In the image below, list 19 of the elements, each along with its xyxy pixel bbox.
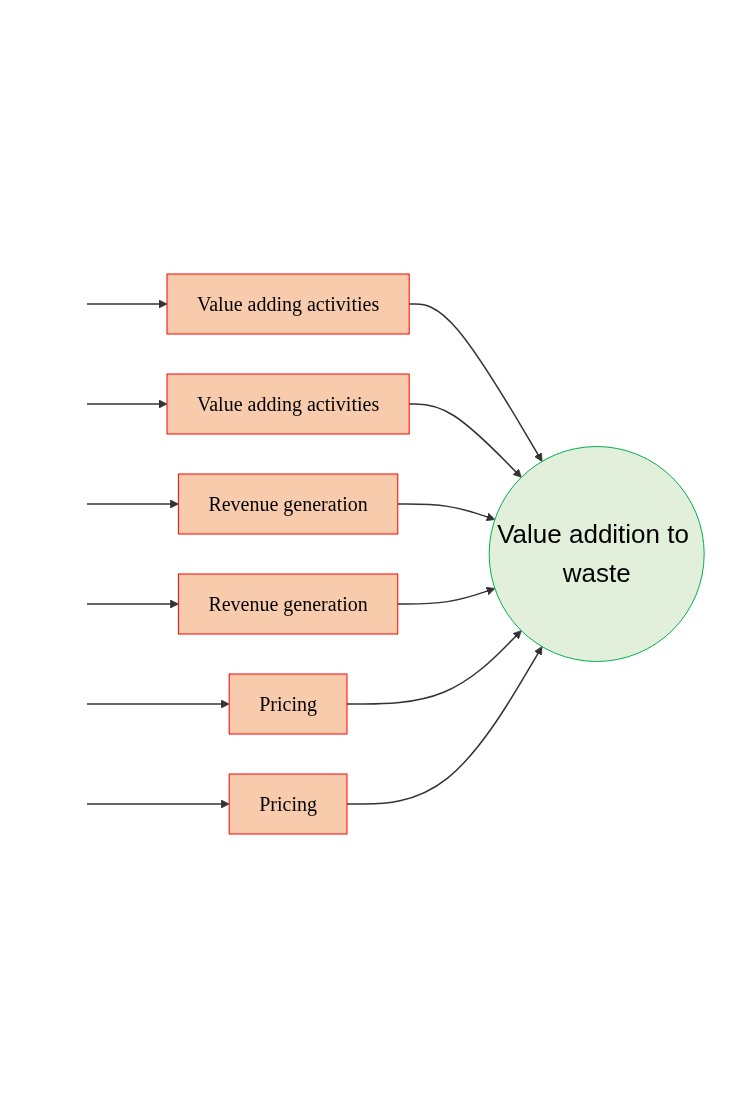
node-box: Value adding activities: [166, 373, 410, 434]
node-box: Value adding activities: [166, 273, 410, 334]
node-box: Revenue generation: [177, 573, 399, 634]
arrow: [86, 399, 168, 408]
arrow: [86, 799, 230, 808]
arrow: [396, 502, 496, 521]
arrow: [396, 586, 496, 605]
arrow: [86, 299, 168, 308]
arrow: [86, 599, 179, 608]
arrow: [346, 629, 522, 705]
arrow: [86, 699, 230, 708]
node-box: Pricing: [228, 773, 348, 834]
arrow: [408, 402, 522, 478]
arrow: [346, 645, 543, 805]
node-circle: Value addition to waste: [488, 445, 705, 662]
node-box: Pricing: [228, 673, 348, 734]
arrow: [86, 499, 179, 508]
arrow: [408, 302, 543, 462]
node-box: Revenue generation: [177, 473, 399, 534]
